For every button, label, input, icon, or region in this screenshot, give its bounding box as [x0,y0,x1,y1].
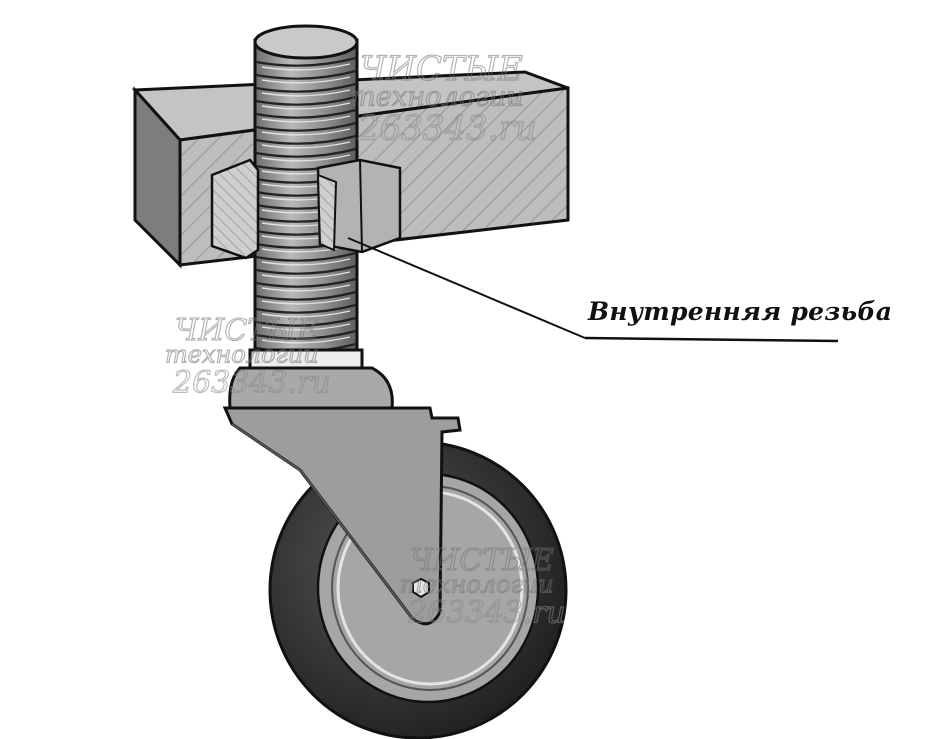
thread-ring [255,108,357,119]
thread-ring [255,82,357,93]
watermark-text: ЧИСТЫЕ [360,49,523,89]
caster-bracket [222,406,462,626]
thread-ring [255,251,357,262]
thread-highlight [261,154,351,162]
thread-ring [255,134,357,145]
thread-highlight [261,63,351,71]
callout-leader [347,237,839,343]
thread-highlight [261,258,351,266]
thread-ring [255,121,357,132]
thread-ring [255,147,357,158]
thread-ring [255,290,357,301]
thread-highlight [261,128,351,136]
thread-highlight [261,310,351,318]
thread-highlight [261,323,351,331]
thread-highlight [261,76,351,84]
thread-ring [255,316,357,327]
nut-left-section [210,158,260,260]
internal-thread-nut [210,158,402,260]
thread-ring [255,303,357,314]
bolt-top-end [253,24,359,60]
thread-ring [255,69,357,80]
watermark-text: ЧИСТЫЕ [410,543,554,578]
watermark-logos: ЧИСТЫЕтехнологии263343.ruЧИСТЫЕтехнологи… [164,48,566,631]
watermark-text: технологии [350,82,524,113]
thread-ring [255,95,357,106]
thread-highlight [261,141,351,149]
watermark-text: 263343.ru [172,366,331,401]
thread-highlight [261,336,351,344]
thread-highlight [261,297,351,305]
thread-highlight [261,115,351,123]
thread-ring [255,277,357,288]
thread-ring [255,264,357,275]
internal-thread-label: Внутренняя резьба [588,297,893,326]
thread-ring [255,329,357,340]
watermark-text: технологии [400,571,554,599]
thread-highlight [261,271,351,279]
nut-right-hatched-face [316,173,338,252]
watermark-text: 263343.ru [357,109,537,149]
watermark-text: технологии [165,341,319,369]
thread-highlight [261,284,351,292]
bolt-collar [228,348,394,410]
watermark-text: ЧИСТЫЕ [175,313,319,348]
axle-hex-nut [412,577,430,599]
thread-highlight [261,102,351,110]
thread-ring [255,56,357,67]
watermark-text: 263343.ru [407,596,566,631]
thread-highlight [261,89,351,97]
